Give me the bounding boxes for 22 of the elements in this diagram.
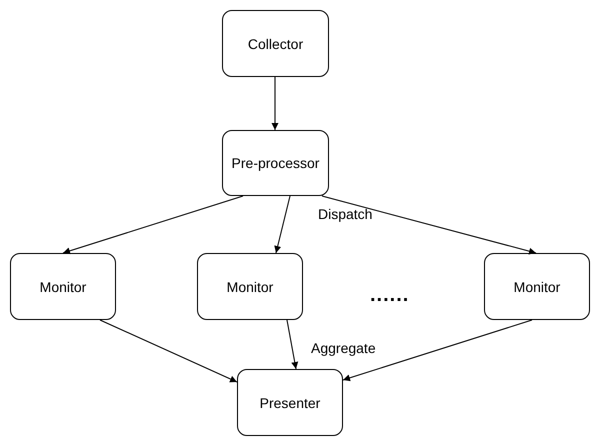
node-label: Monitor bbox=[226, 278, 274, 294]
annotation-label: Dispatch bbox=[318, 206, 372, 222]
node-label: Pre-processor bbox=[232, 155, 320, 171]
arrow bbox=[272, 76, 278, 130]
arrow bbox=[342, 320, 532, 382]
node-label: Collector bbox=[248, 36, 304, 52]
process-box bbox=[237, 369, 343, 436]
arrow bbox=[274, 196, 290, 254]
process-box bbox=[10, 253, 116, 320]
node-label: Monitor bbox=[514, 278, 560, 294]
annotation-label: Aggregate bbox=[311, 340, 376, 356]
process-box bbox=[484, 253, 590, 320]
process-box bbox=[222, 10, 329, 77]
arrow bbox=[286, 320, 298, 370]
node-label: Monitor bbox=[40, 278, 86, 294]
arrow bbox=[100, 320, 238, 382]
process-box bbox=[197, 253, 303, 320]
arrow bbox=[62, 196, 244, 254]
node-label: Presenter bbox=[260, 394, 320, 410]
ellipsis: ...... bbox=[370, 284, 410, 307]
arrow bbox=[322, 196, 536, 255]
process-box bbox=[222, 130, 329, 196]
